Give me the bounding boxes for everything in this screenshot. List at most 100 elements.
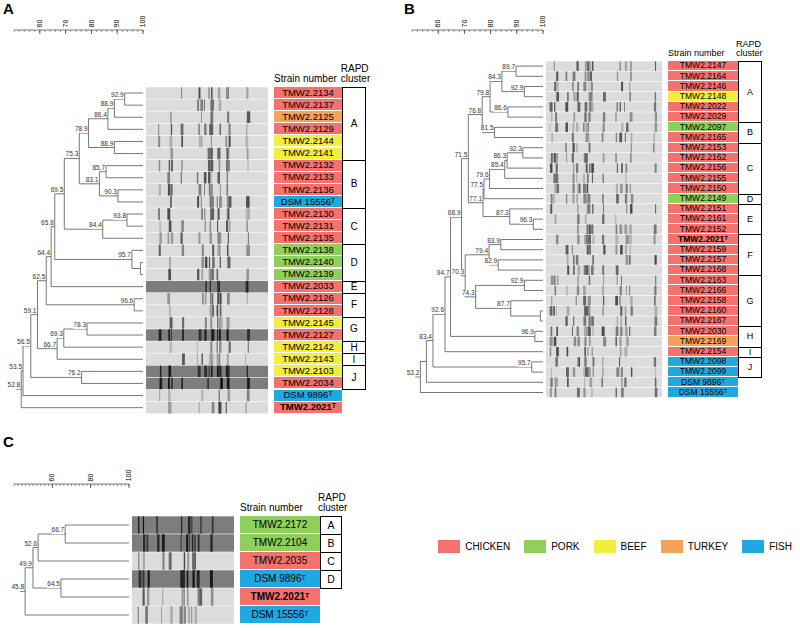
gel-band (210, 281, 211, 293)
gel-band (653, 143, 655, 153)
strain-number: TMW2.2148 (680, 92, 726, 101)
gel-band (587, 184, 589, 194)
gel-band (181, 160, 182, 172)
similarity-value: 95.7 (118, 252, 131, 259)
strain-box: TMW2.2132 (274, 160, 342, 172)
gel-band (218, 87, 220, 99)
similarity-value: 70.3 (452, 269, 465, 276)
gel-band (211, 269, 214, 281)
gel-lane (146, 366, 268, 378)
gel-band (145, 606, 148, 623)
gel-lane (546, 92, 662, 102)
gel-band (169, 305, 171, 317)
gel-band (219, 172, 220, 184)
gel-band (200, 136, 202, 148)
gel-lane (546, 82, 662, 92)
gel-band (168, 184, 170, 196)
gel-band (227, 366, 230, 378)
gel-band (590, 235, 591, 245)
gel-band (201, 257, 204, 269)
gel-band (621, 276, 623, 286)
gel-band (555, 214, 556, 224)
gel-band (588, 235, 590, 245)
gel-band (653, 133, 655, 143)
gel-band (159, 245, 161, 257)
scale-tick (79, 484, 80, 486)
gel-band (557, 82, 559, 92)
gel-band (576, 174, 577, 184)
cluster-letter: C (327, 556, 335, 567)
gel-lane (546, 153, 662, 163)
gel-band (616, 316, 618, 326)
gel-band (199, 329, 201, 341)
gel-band (571, 245, 573, 255)
cluster-box: A (738, 61, 762, 123)
dendrogram-branch (535, 331, 543, 332)
strain-box: TMW2.2097 (668, 122, 738, 132)
gel-band (620, 306, 622, 316)
dendrogram-branch (511, 300, 543, 301)
similarity-value: 68.9 (448, 210, 461, 217)
strain-box: TMW2.2136 (274, 184, 342, 196)
gel-band (171, 160, 173, 172)
gel-band (181, 87, 183, 99)
gel-band (572, 133, 574, 143)
gel-band (196, 341, 198, 353)
gel-band (211, 366, 212, 378)
gel-band (620, 61, 621, 71)
scale-tick (56, 484, 57, 486)
gel-lane (546, 123, 662, 133)
gel-band (227, 112, 229, 124)
gel-band (211, 341, 212, 353)
gel-band (181, 136, 183, 148)
gel-band (626, 337, 629, 347)
gel-band (584, 194, 586, 204)
gel-band (247, 112, 250, 124)
gel-band (565, 102, 568, 112)
dendrogram-branch (532, 372, 543, 373)
gel-band (593, 327, 594, 337)
scale-tick (113, 484, 114, 486)
gel-band (204, 172, 207, 184)
strain-box: TMW2.2142 (274, 341, 342, 353)
cluster-box: A (342, 87, 366, 161)
similarity-value: 86.6 (494, 105, 507, 112)
gel-band (245, 208, 247, 220)
legend-swatch (438, 540, 460, 553)
cluster-box: F (342, 293, 366, 318)
dendrogram-branch (489, 244, 501, 245)
gel-band (550, 347, 551, 357)
gel-band (211, 366, 213, 378)
gel-band (208, 172, 211, 184)
gel-band (197, 196, 199, 208)
gel-band (168, 366, 171, 378)
dendrogram-branch (510, 224, 534, 225)
gel-band (619, 296, 620, 306)
gel-band (573, 194, 575, 204)
strain-number: TMW2.2158 (680, 296, 726, 305)
scale-tick (443, 30, 444, 32)
gel-band (227, 378, 230, 390)
gel-band (219, 99, 221, 111)
gel-band (200, 99, 203, 111)
scale-tick (106, 484, 107, 486)
dendrogram-branch (484, 198, 543, 199)
gel-band (169, 220, 171, 232)
scale-tick (21, 484, 22, 486)
legend-item: CHICKEN (438, 540, 510, 553)
strain-box: TMW2.2161 (668, 214, 738, 224)
gel-band (621, 123, 623, 133)
scale-tick (40, 484, 41, 486)
dendrogram-branch (524, 96, 543, 97)
gel-band (169, 160, 170, 172)
gel-band (219, 317, 222, 329)
strain-box: TMW2.2150 (668, 183, 738, 193)
scale-tick (543, 30, 544, 34)
gel-band (583, 194, 586, 204)
gel-band (217, 269, 219, 281)
gel-band (630, 92, 631, 102)
gel-band (616, 388, 617, 398)
gel-band (587, 347, 589, 357)
strain-number: TMW2.2149 (680, 194, 726, 203)
gel-band (620, 286, 622, 296)
